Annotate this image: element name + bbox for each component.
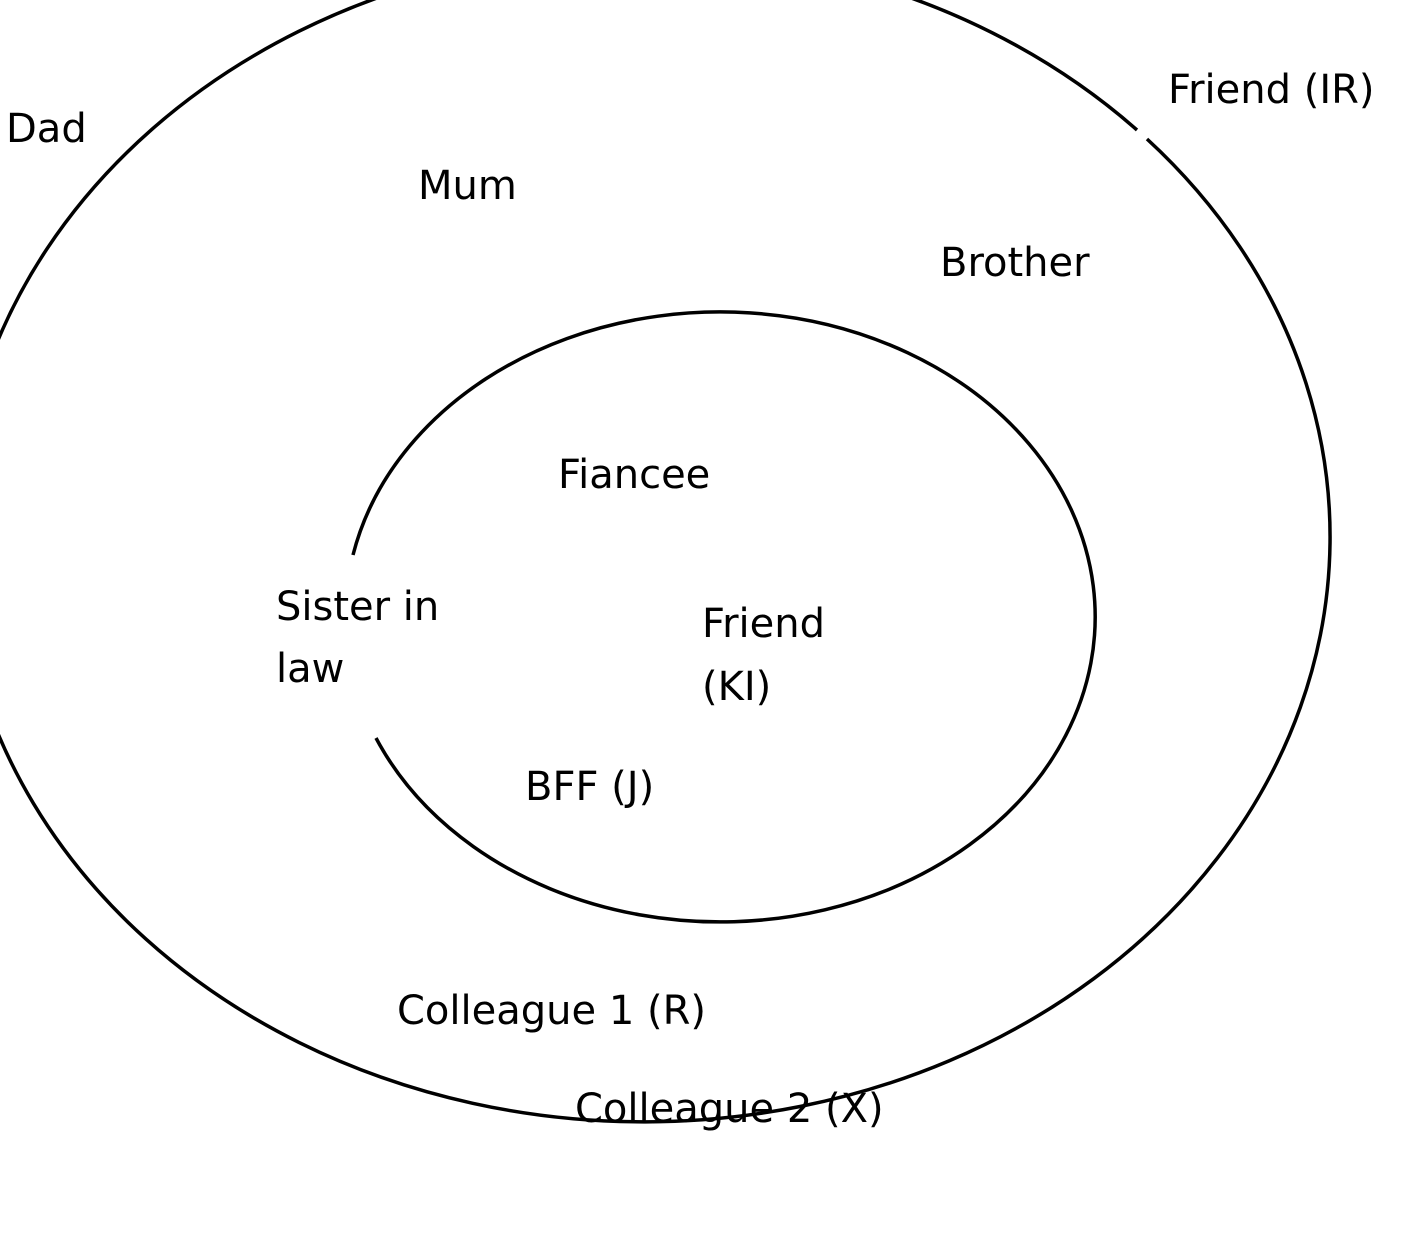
label-mum: Mum xyxy=(418,163,517,209)
label-bff-j: BFF (J) xyxy=(525,764,654,810)
label-friend-ki-line2: (KI) xyxy=(702,664,771,710)
label-sister-in-law-line2: law xyxy=(276,646,344,692)
label-colleague-1: Colleague 1 (R) xyxy=(397,988,706,1034)
label-dad: Dad xyxy=(6,106,87,152)
label-friend-ir: Friend (IR) xyxy=(1168,67,1375,113)
inner-ring xyxy=(351,310,1097,924)
label-brother: Brother xyxy=(940,240,1090,286)
label-friend-ki-line1: Friend xyxy=(702,601,825,647)
label-colleague-2: Colleague 2 (X) xyxy=(575,1086,884,1132)
outer-ring xyxy=(0,0,1332,1124)
label-fiancee: Fiancee xyxy=(558,452,710,498)
label-sister-in-law-line1: Sister in xyxy=(276,584,439,630)
